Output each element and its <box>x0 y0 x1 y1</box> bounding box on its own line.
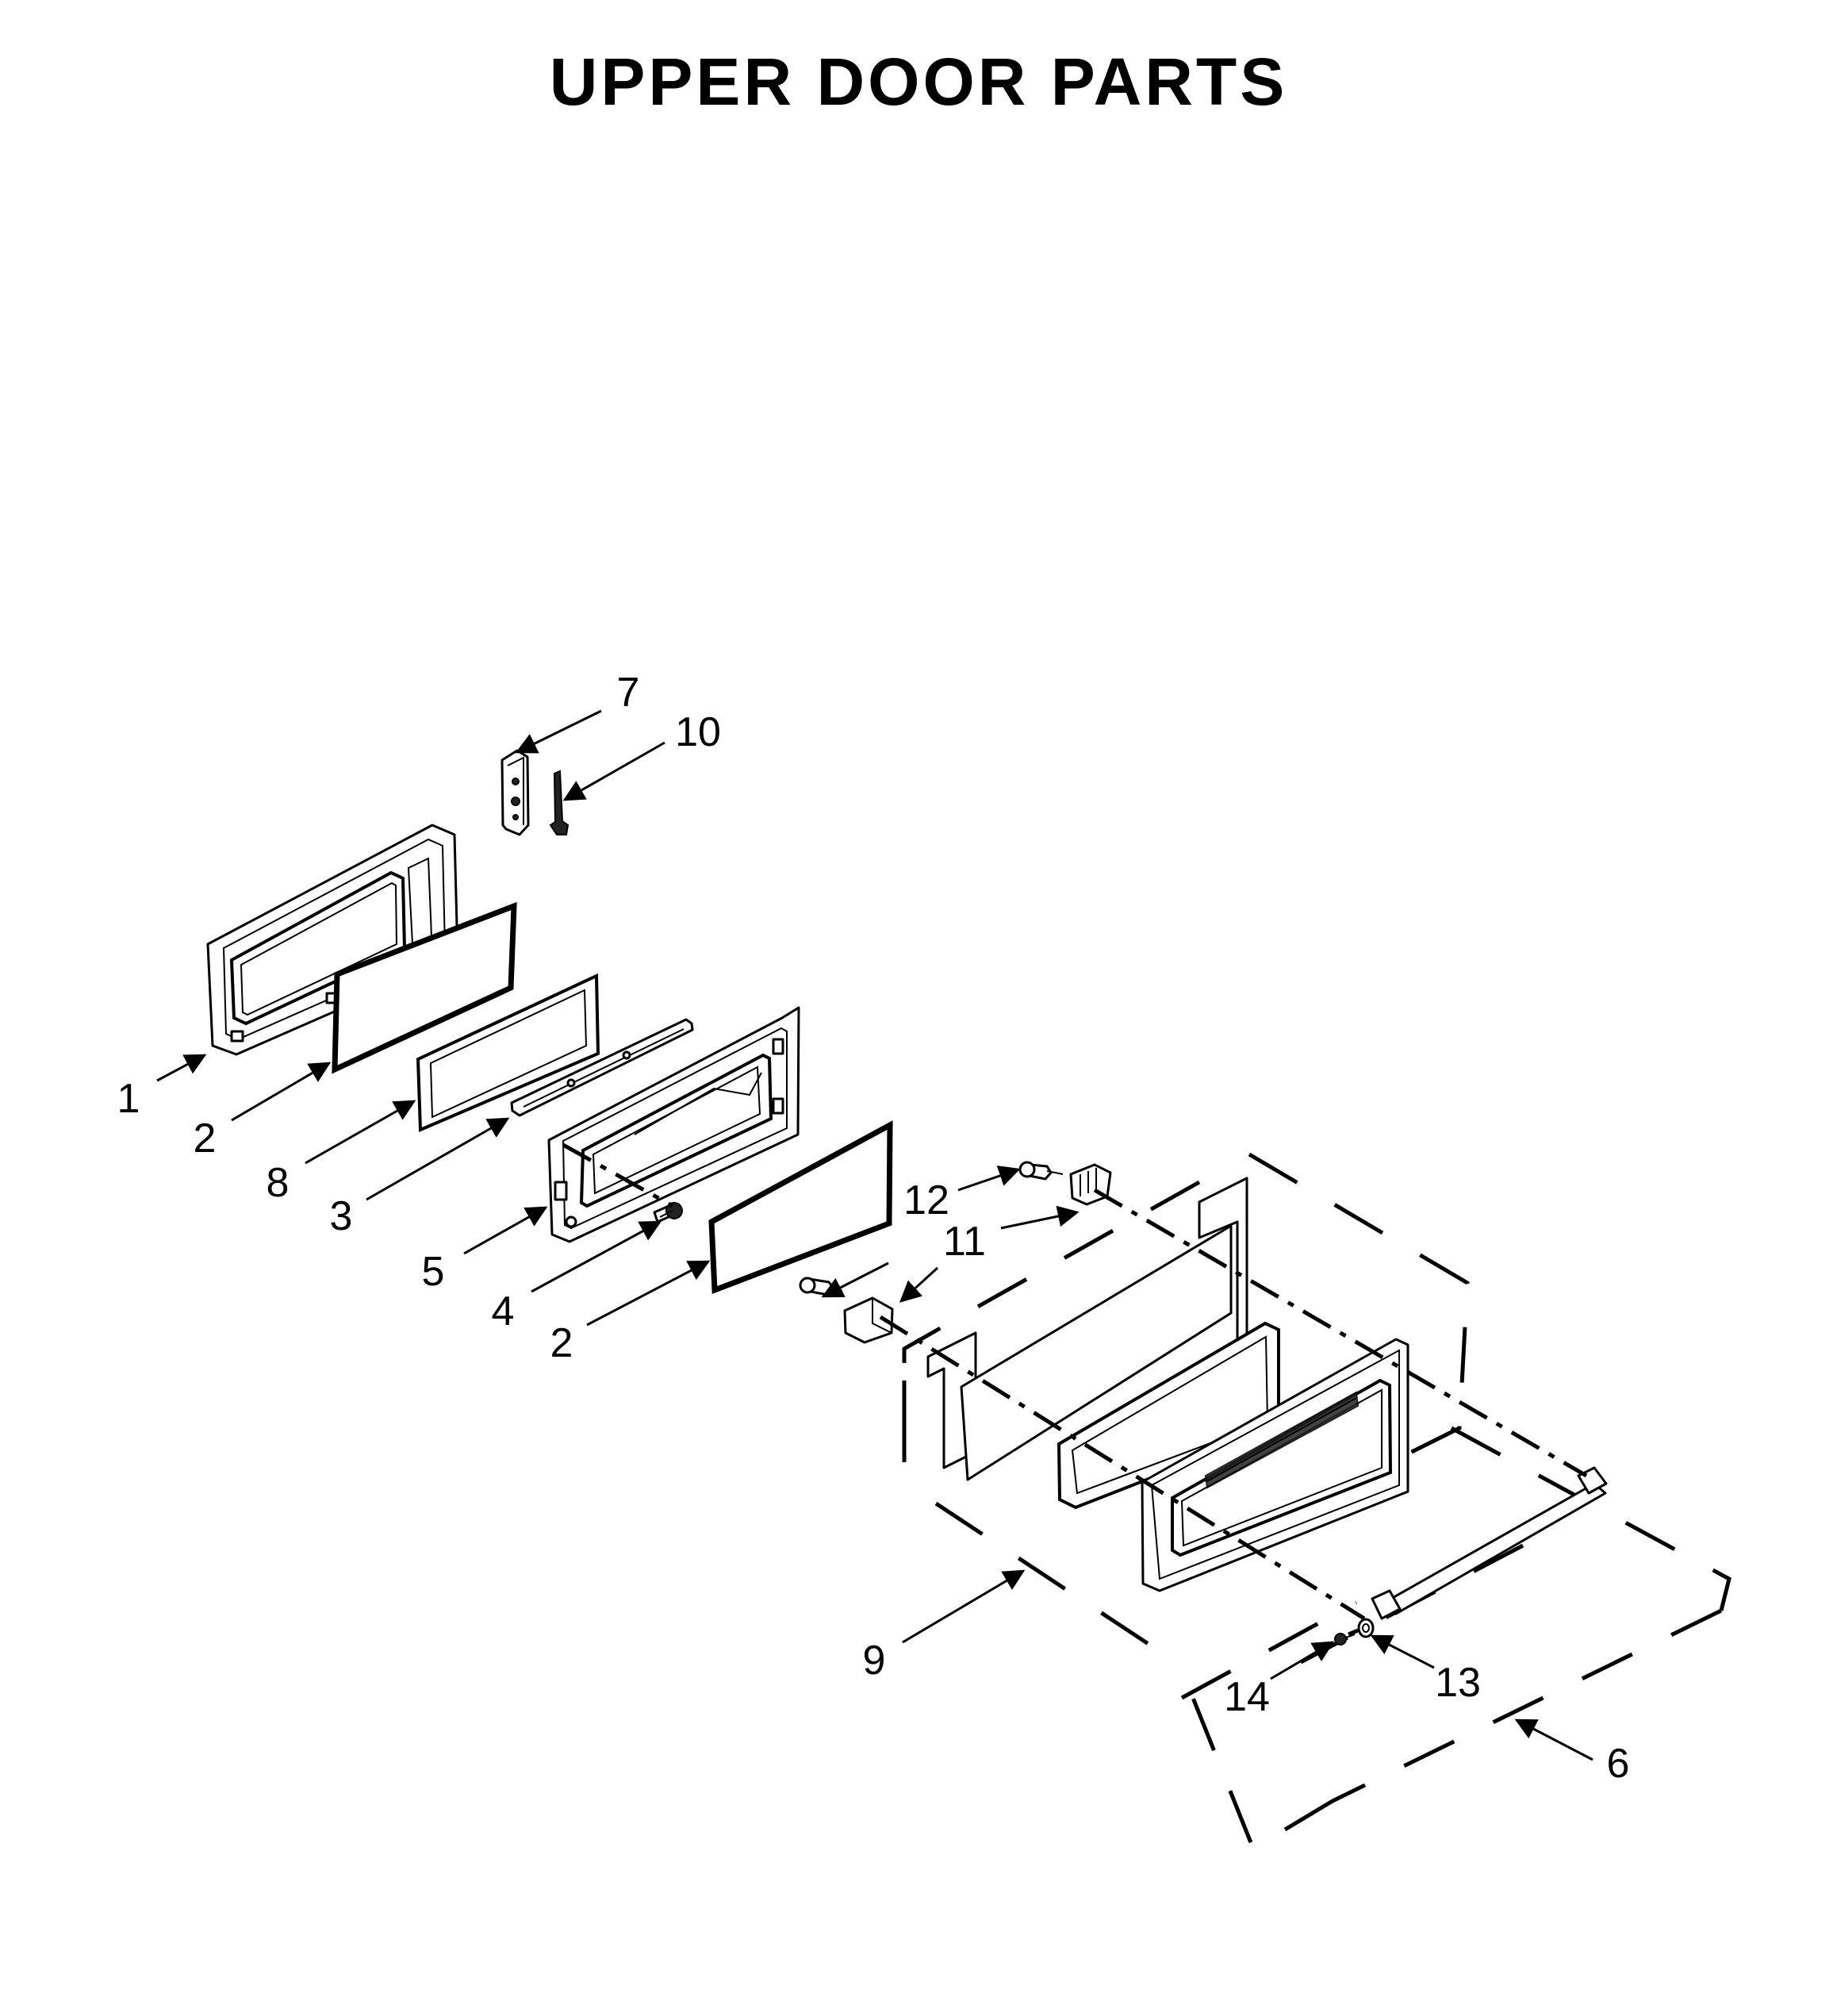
glass-pane-upper <box>332 901 517 1074</box>
handle-bracket-lower <box>843 1296 894 1344</box>
callout-13: 13 <box>1435 1660 1481 1706</box>
callout-12: 12 <box>903 1177 949 1223</box>
callout-1: 1 <box>117 1076 140 1122</box>
handle-bracket-upper <box>1069 1163 1112 1206</box>
callout-2a: 2 <box>194 1116 217 1162</box>
callout-10: 10 <box>675 709 721 755</box>
handle-end-screw <box>1334 1633 1356 1645</box>
door-inner-frame <box>547 1006 800 1243</box>
page-title: UPPER DOOR PARTS <box>550 44 1288 119</box>
callout-7: 7 <box>617 670 640 716</box>
washer <box>1357 1618 1375 1638</box>
door-trim-strip <box>510 1018 694 1117</box>
callout-3: 3 <box>330 1193 353 1239</box>
callout-11: 11 <box>943 1219 986 1265</box>
callout-5: 5 <box>422 1249 445 1295</box>
callout-2b: 2 <box>550 1320 573 1366</box>
door-handle <box>1371 1466 1608 1620</box>
door-panel-assembly <box>902 1152 1470 1661</box>
hinge-pin <box>549 770 570 835</box>
callout-4: 4 <box>492 1288 515 1334</box>
glass-pane-lower <box>708 1120 893 1294</box>
glass-frame-gasket <box>416 973 600 1132</box>
callout-14: 14 <box>1224 1674 1270 1720</box>
handle-screw-upper <box>1018 1161 1064 1181</box>
door-outer-assembly <box>1180 1426 1732 1852</box>
vent-grille <box>1204 1391 1360 1489</box>
callout-labels: 1 2 8 3 5 4 2 7 10 12 11 9 14 13 6 <box>117 670 1630 1787</box>
handle-screw-lower <box>799 1277 843 1296</box>
callout-8: 8 <box>267 1160 290 1206</box>
callout-9: 9 <box>863 1638 886 1684</box>
leader-lines <box>156 709 1593 1761</box>
callout-6: 6 <box>1607 1741 1630 1787</box>
assembly-lines <box>562 1142 1588 1637</box>
hinge-bracket <box>500 749 530 836</box>
